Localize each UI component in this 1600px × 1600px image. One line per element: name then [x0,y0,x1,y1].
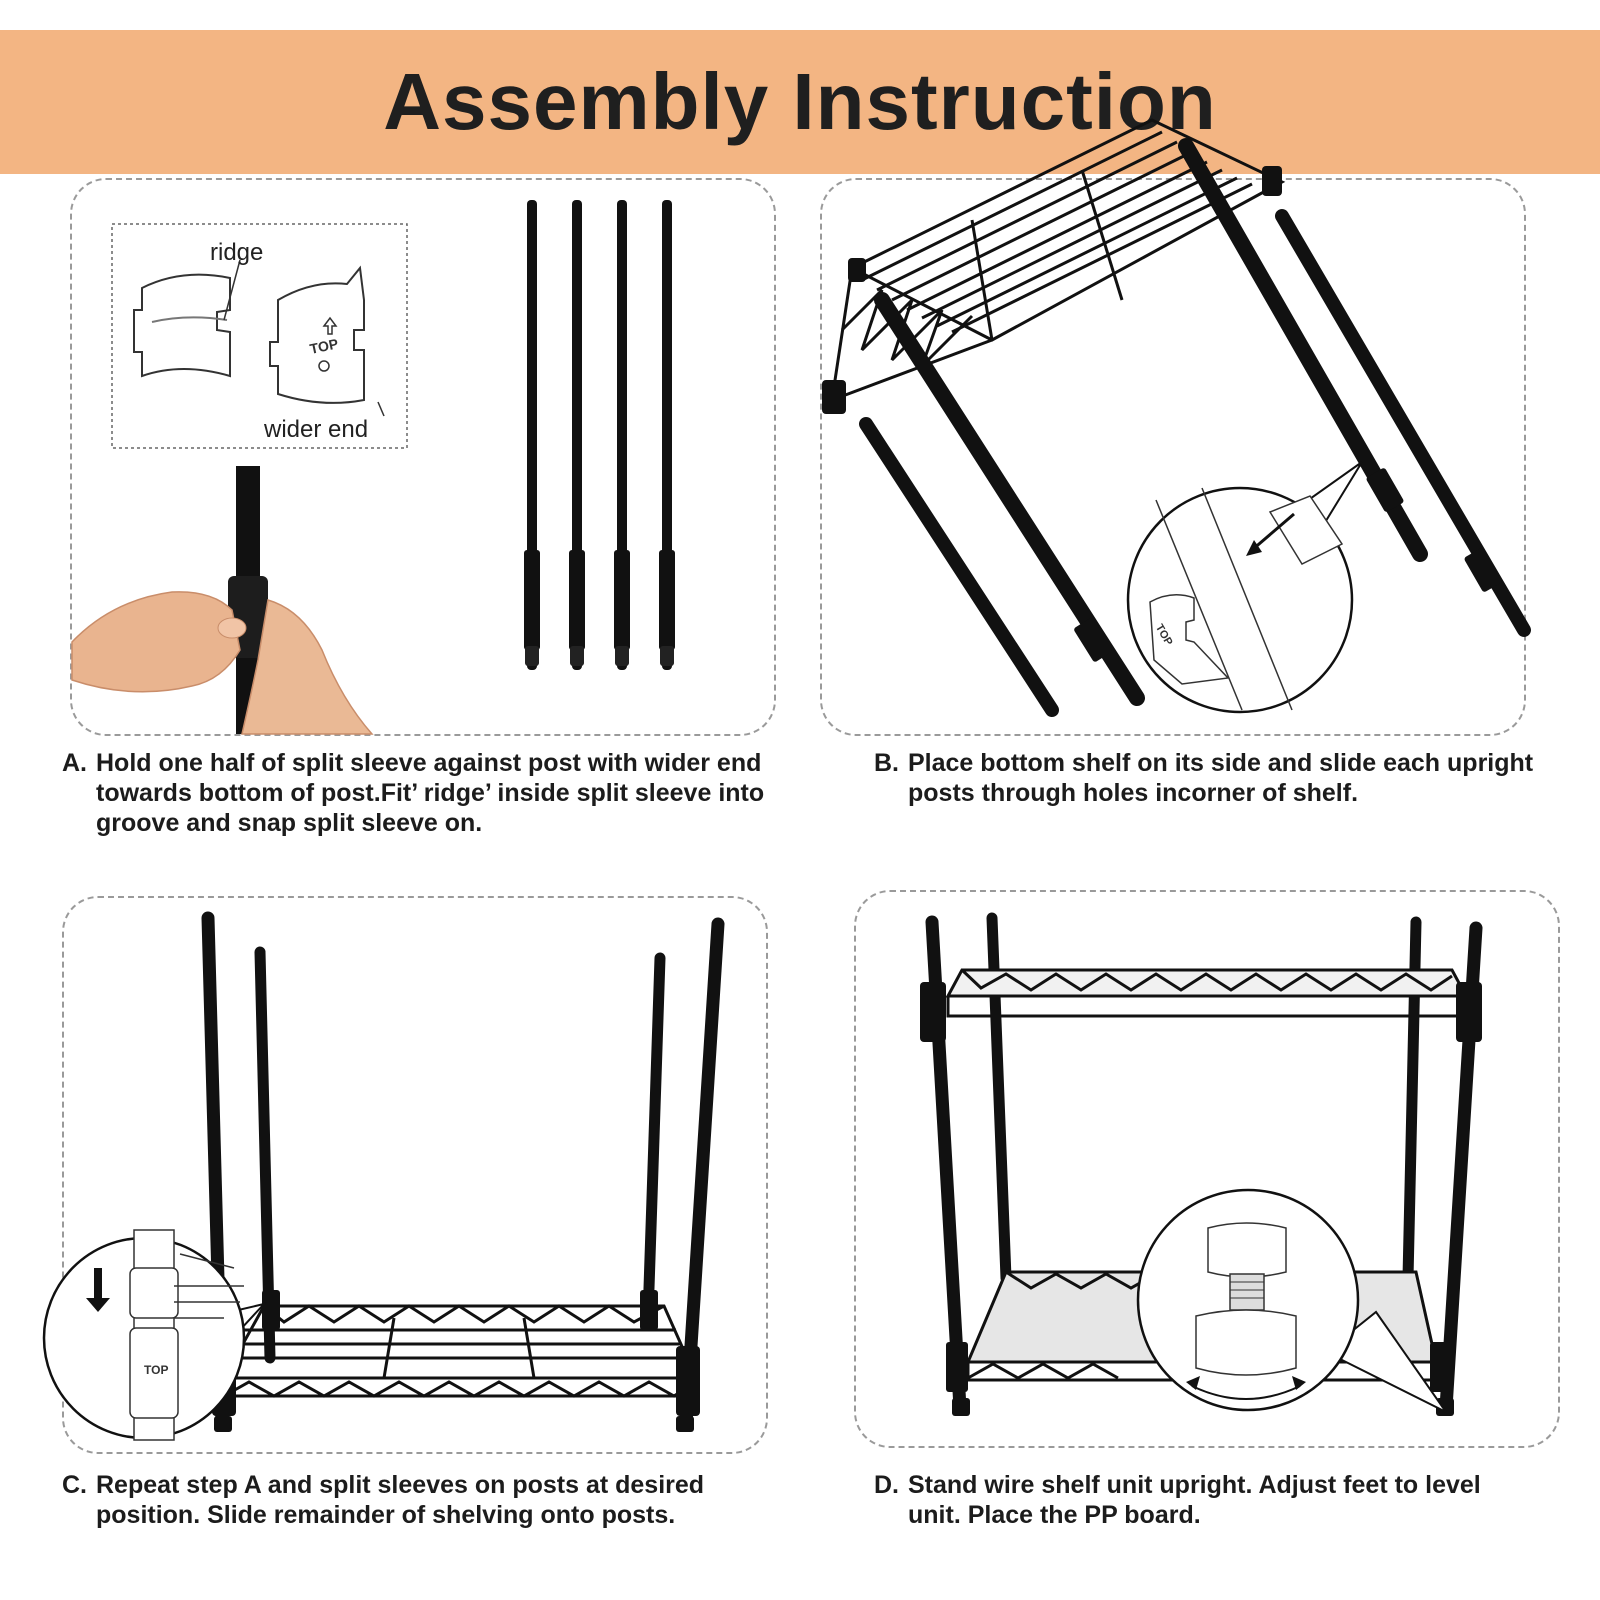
down-arrow-icon [86,1268,110,1312]
four-posts-icon [524,200,675,670]
panel-step-d [854,890,1560,1448]
panel-step-c: TOP [42,896,768,1454]
wider-end-label: wider end [263,416,368,443]
upright-posts-icon [859,138,1531,717]
split-sleeve-left-icon [133,273,231,378]
callout-top-label: TOP [144,1363,168,1377]
page-title: Assembly Instruction [383,57,1217,146]
top-shelf-icon [945,968,1469,1018]
rotate-arrow-icon [1191,1385,1301,1400]
step-b-letter: B. [874,749,899,777]
leveling-screw-icon [1229,1273,1265,1311]
step-b-caption: B. Place bottom shelf on its side and sl… [874,748,1534,808]
step-a-letter: A. [62,749,87,777]
ridge-label: ridge [210,239,263,266]
step-d-letter: D. [874,1471,899,1499]
step-c-illustration: TOP [42,911,725,1441]
split-sleeve-icon [1149,594,1230,685]
step-d-illustration [920,912,1483,1416]
right-hand-icon [241,599,374,735]
step-a-caption: A. Hold one half of split sleeve against… [62,748,802,838]
step-d-caption: D. Stand wire shelf unit upright. Adjust… [874,1470,1514,1530]
posts-with-shelf-icon [201,911,725,1431]
sleeve-detail-box [111,223,408,449]
step-d-text: Stand wire shelf unit upright. Adjust fe… [908,1471,1481,1529]
bottom-shelf-icon [221,1304,699,1398]
panel-step-a: TOP ridge wider end [70,178,776,736]
sleeve-top-label: TOP [308,335,339,357]
panel-step-b: TOP [820,118,1531,736]
left-hand-icon [71,591,241,693]
step-b-illustration: TOP [822,118,1531,717]
top-arrow-icon [322,316,338,335]
step-c-text: Repeat step A and split sleeves on posts… [96,1471,705,1529]
split-sleeve-right-icon [269,265,365,404]
title-banner: Assembly Instruction [0,30,1600,174]
step-a-illustration: TOP ridge wider end [71,200,675,735]
step-c-caption: C. Repeat step A and split sleeves on po… [62,1470,802,1530]
step-b-text: Place bottom shelf on its side and slide… [908,749,1534,807]
step-c-letter: C. [62,1471,87,1499]
step-a-text: Hold one half of split sleeve against po… [96,749,765,837]
